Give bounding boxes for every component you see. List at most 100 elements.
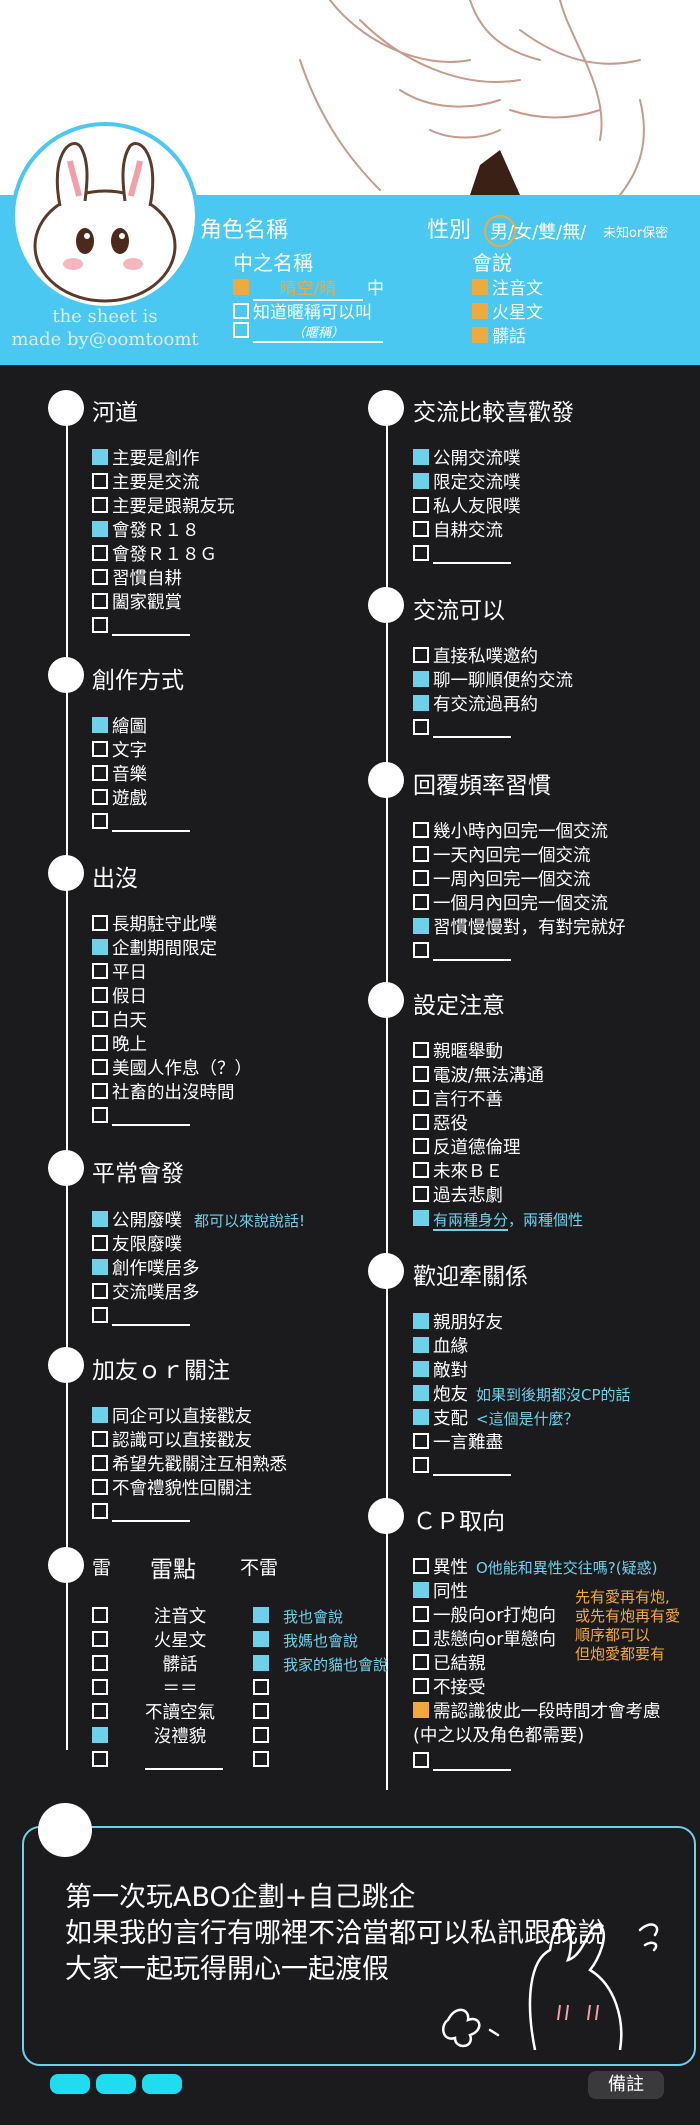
checkbox[interactable] <box>92 1455 108 1471</box>
checkbox[interactable] <box>92 1503 108 1519</box>
checkbox[interactable] <box>92 569 108 585</box>
tab-pill[interactable] <box>96 2074 136 2094</box>
checkbox-checked[interactable] <box>253 1631 269 1647</box>
checkbox[interactable] <box>253 1679 269 1695</box>
section-marker <box>368 587 404 623</box>
checkbox[interactable] <box>92 1283 108 1299</box>
checkbox[interactable] <box>92 813 108 829</box>
list-item: 會發Ｒ１８Ｇ <box>92 543 217 567</box>
checkbox[interactable] <box>413 846 429 862</box>
checkbox[interactable] <box>92 593 108 609</box>
checkbox-checked[interactable] <box>413 473 429 489</box>
checkbox[interactable] <box>413 1752 429 1768</box>
checkbox-checked[interactable] <box>413 1385 429 1401</box>
checkbox[interactable] <box>413 647 429 663</box>
checkbox[interactable] <box>92 497 108 513</box>
checkbox-checked[interactable] <box>92 449 108 465</box>
checkbox-checked[interactable] <box>253 1607 269 1623</box>
checkbox[interactable] <box>92 765 108 781</box>
checkbox[interactable] <box>92 1631 108 1647</box>
checkbox[interactable] <box>413 822 429 838</box>
checkbox[interactable] <box>92 915 108 931</box>
checkbox[interactable] <box>92 1011 108 1027</box>
checkbox[interactable] <box>413 497 429 513</box>
checkbox-checked[interactable] <box>413 918 429 934</box>
checkbox-checked[interactable] <box>413 1361 429 1377</box>
checkbox[interactable] <box>253 1751 269 1767</box>
checkbox-checked[interactable] <box>472 327 488 343</box>
checkbox-checked[interactable] <box>92 717 108 733</box>
checkbox-checked[interactable] <box>92 1211 108 1227</box>
checkbox-checked[interactable] <box>413 1337 429 1353</box>
checkbox-checked[interactable] <box>413 1313 429 1329</box>
checkbox-checked[interactable] <box>472 279 488 295</box>
checkbox-checked[interactable] <box>92 1259 108 1275</box>
checkbox[interactable] <box>413 545 429 561</box>
checkbox[interactable] <box>413 1090 429 1106</box>
checkbox[interactable] <box>413 719 429 735</box>
checkbox[interactable] <box>92 1059 108 1075</box>
gender-label: 性別 <box>427 218 472 243</box>
checkbox[interactable] <box>413 1186 429 1202</box>
checkbox[interactable] <box>92 1679 108 1695</box>
checkbox-checked[interactable] <box>233 279 249 295</box>
checkbox-checked[interactable] <box>413 695 429 711</box>
checkbox[interactable] <box>413 1654 429 1670</box>
cp-orange-note: 先有愛再有炮, 或先有炮再有愛 順序都可以 但炮愛都要有 <box>575 1588 681 1663</box>
checkbox-checked[interactable] <box>253 1655 269 1671</box>
checkbox[interactable] <box>413 1606 429 1622</box>
checkbox[interactable] <box>92 1107 108 1123</box>
checkbox[interactable] <box>92 1307 108 1323</box>
checkbox[interactable] <box>413 1558 429 1574</box>
checkbox-checked[interactable] <box>413 1210 429 1226</box>
checkbox[interactable] <box>92 1607 108 1623</box>
checkbox-checked[interactable] <box>413 671 429 687</box>
checkbox[interactable] <box>92 1479 108 1495</box>
checkbox[interactable] <box>413 1162 429 1178</box>
checkbox-checked[interactable] <box>92 939 108 955</box>
checkbox[interactable] <box>413 1678 429 1694</box>
checkbox[interactable] <box>92 1083 108 1099</box>
checkbox[interactable] <box>92 1035 108 1051</box>
checkbox-checked[interactable] <box>413 1409 429 1425</box>
section-title-relation: 歡迎牽關係 <box>413 1264 528 1290</box>
checkbox[interactable] <box>413 1433 429 1449</box>
checkbox[interactable] <box>92 473 108 489</box>
checkbox[interactable] <box>92 545 108 561</box>
checkbox-checked[interactable] <box>413 1702 429 1718</box>
checkbox-checked[interactable] <box>92 521 108 537</box>
checkbox[interactable] <box>92 963 108 979</box>
checkbox[interactable] <box>233 303 249 319</box>
checkbox-checked[interactable] <box>413 1582 429 1598</box>
tab-pill[interactable] <box>142 2074 182 2094</box>
checkbox[interactable] <box>92 987 108 1003</box>
checkbox[interactable] <box>413 1042 429 1058</box>
checkbox[interactable] <box>92 1751 108 1767</box>
checkbox[interactable] <box>92 1655 108 1671</box>
checkbox[interactable] <box>92 1703 108 1719</box>
checkbox[interactable] <box>413 1138 429 1154</box>
checkbox[interactable] <box>413 1630 429 1646</box>
remark-text: 第一次玩ABO企劃+自己跳企 如果我的言行有哪裡不洽當都可以私訊跟我說 大家一起… <box>65 1882 605 1985</box>
checkbox[interactable] <box>413 1457 429 1473</box>
checkbox-checked[interactable] <box>472 303 488 319</box>
checkbox[interactable] <box>413 942 429 958</box>
checkbox[interactable] <box>413 894 429 910</box>
list-item-blank <box>92 1305 190 1329</box>
checkbox[interactable] <box>233 322 249 338</box>
checkbox[interactable] <box>253 1703 269 1719</box>
checkbox[interactable] <box>413 521 429 537</box>
checkbox[interactable] <box>413 870 429 886</box>
tab-pill[interactable] <box>50 2074 90 2094</box>
checkbox[interactable] <box>92 1235 108 1251</box>
checkbox[interactable] <box>92 617 108 633</box>
checkbox[interactable] <box>253 1727 269 1743</box>
checkbox[interactable] <box>413 1066 429 1082</box>
checkbox[interactable] <box>92 1431 108 1447</box>
checkbox-checked[interactable] <box>92 1407 108 1423</box>
checkbox[interactable] <box>413 1114 429 1130</box>
checkbox[interactable] <box>92 741 108 757</box>
checkbox-checked[interactable] <box>92 1727 108 1743</box>
checkbox[interactable] <box>92 789 108 805</box>
checkbox-checked[interactable] <box>413 449 429 465</box>
